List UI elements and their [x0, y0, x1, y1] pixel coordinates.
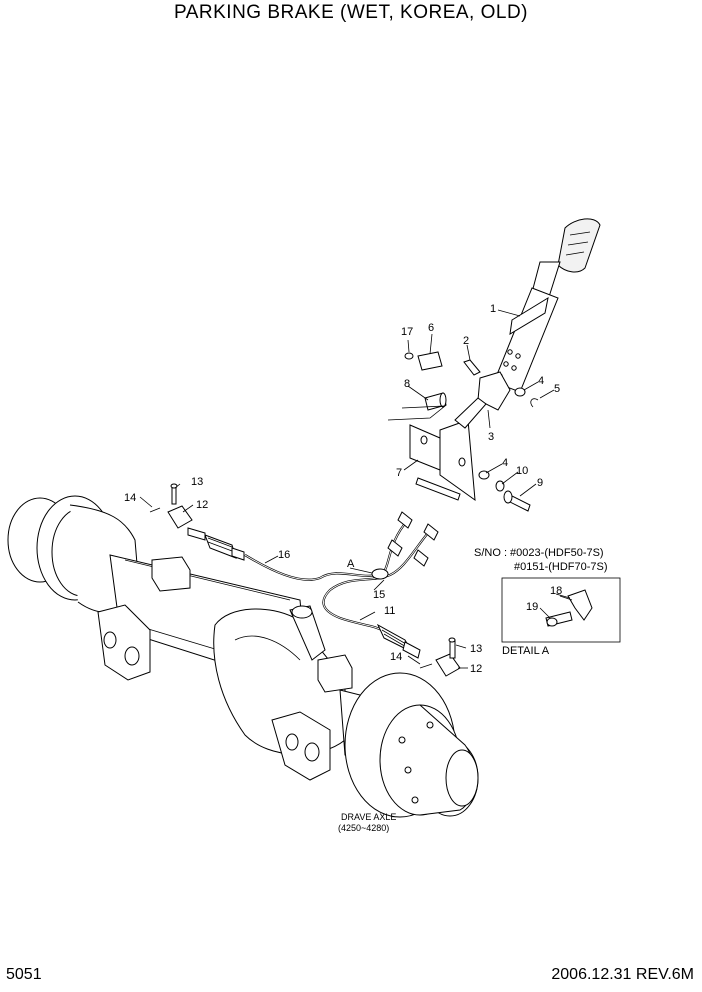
callout-4-bottom: 4	[502, 457, 508, 469]
revision-date: 2006.12.31 REV.6M	[551, 966, 694, 983]
callout-9: 9	[537, 477, 543, 489]
callout-1: 1	[490, 303, 496, 315]
callout-10: 10	[516, 465, 528, 477]
callout-16: 16	[278, 549, 290, 561]
callout-12-right: 12	[470, 663, 482, 675]
serial-note-line-2: #0151-(HDF70-7S)	[514, 561, 608, 573]
callout-a: A	[347, 558, 355, 570]
detail-a-label: DETAIL A	[502, 645, 550, 657]
leader-lines	[139, 309, 571, 669]
callout-8: 8	[404, 378, 410, 390]
callout-4-top: 4	[538, 375, 544, 387]
callout-13-right: 13	[470, 643, 482, 655]
callout-6: 6	[428, 322, 434, 334]
callout-17: 17	[401, 326, 413, 338]
brake-cables	[149, 483, 461, 677]
page-number: 5051	[6, 966, 42, 983]
callout-numbers: 1 2 3 4 5 6 17 8 7 4 10 9 13 12 14 16 A …	[124, 303, 562, 675]
detail-a-box	[501, 577, 621, 643]
callout-13-left: 13	[191, 476, 203, 488]
page-title: PARKING BRAKE (WET, KOREA, OLD)	[173, 2, 529, 23]
callout-14-right: 14	[390, 651, 402, 663]
callout-7: 7	[396, 467, 402, 479]
callout-19: 19	[526, 601, 538, 613]
callout-18: 18	[550, 585, 562, 597]
serial-note-line-1: S/NO : #0023-(HDF50-7S)	[474, 547, 604, 559]
callout-3: 3	[488, 431, 494, 443]
callout-2: 2	[463, 335, 469, 347]
axle-label-line-1: DRAVE AXLE	[341, 812, 396, 822]
brake-lever-assembly	[387, 218, 601, 512]
callout-15: 15	[373, 589, 385, 601]
axle-label-line-2: (4250~4280)	[338, 823, 389, 833]
callout-14-left: 14	[124, 492, 136, 504]
callout-11: 11	[384, 605, 395, 617]
drive-axle	[7, 495, 479, 818]
callout-5: 5	[554, 383, 560, 395]
callout-12-left: 12	[196, 499, 208, 511]
